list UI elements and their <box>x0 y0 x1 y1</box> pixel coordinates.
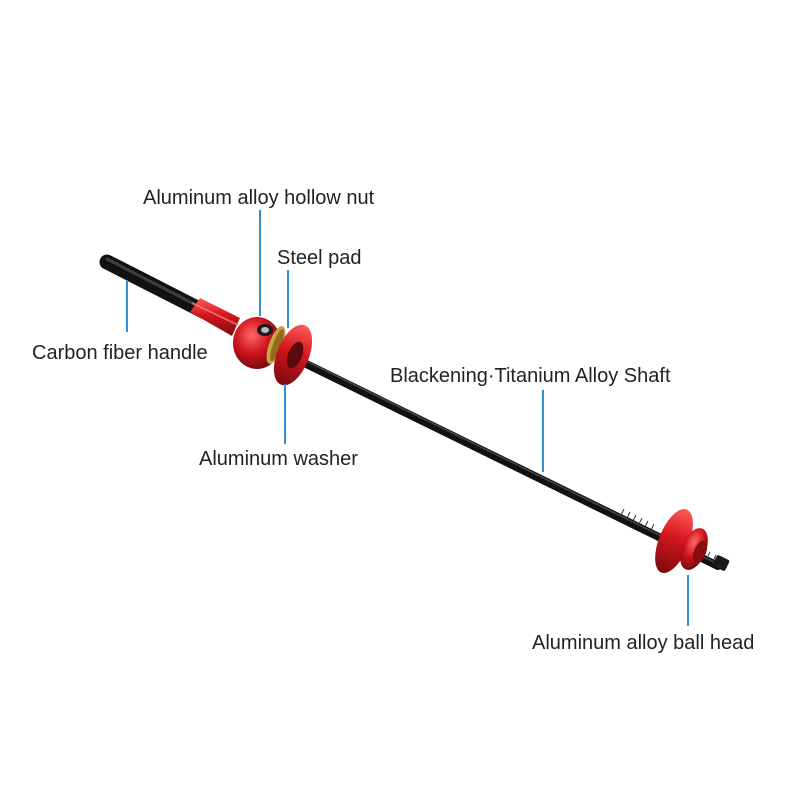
steel-pad <box>266 326 286 364</box>
ball-head <box>655 508 730 574</box>
label-carbon-fiber-handle: Carbon fiber handle <box>32 342 208 364</box>
titanium-shaft <box>286 352 722 570</box>
label-hollow-nut: Aluminum alloy hollow nut <box>143 187 375 209</box>
label-ball-head: Aluminum alloy ball head <box>532 632 755 654</box>
label-steel-pad: Steel pad <box>277 247 362 269</box>
aluminum-washer <box>273 324 313 386</box>
label-aluminum-washer: Aluminum washer <box>199 448 358 470</box>
leader-lines <box>126 210 689 626</box>
carbon-fiber-handle <box>99 254 213 320</box>
threaded-end <box>619 508 717 564</box>
label-titanium-shaft: Blackening·Titanium Alloy Shaft <box>390 365 671 387</box>
